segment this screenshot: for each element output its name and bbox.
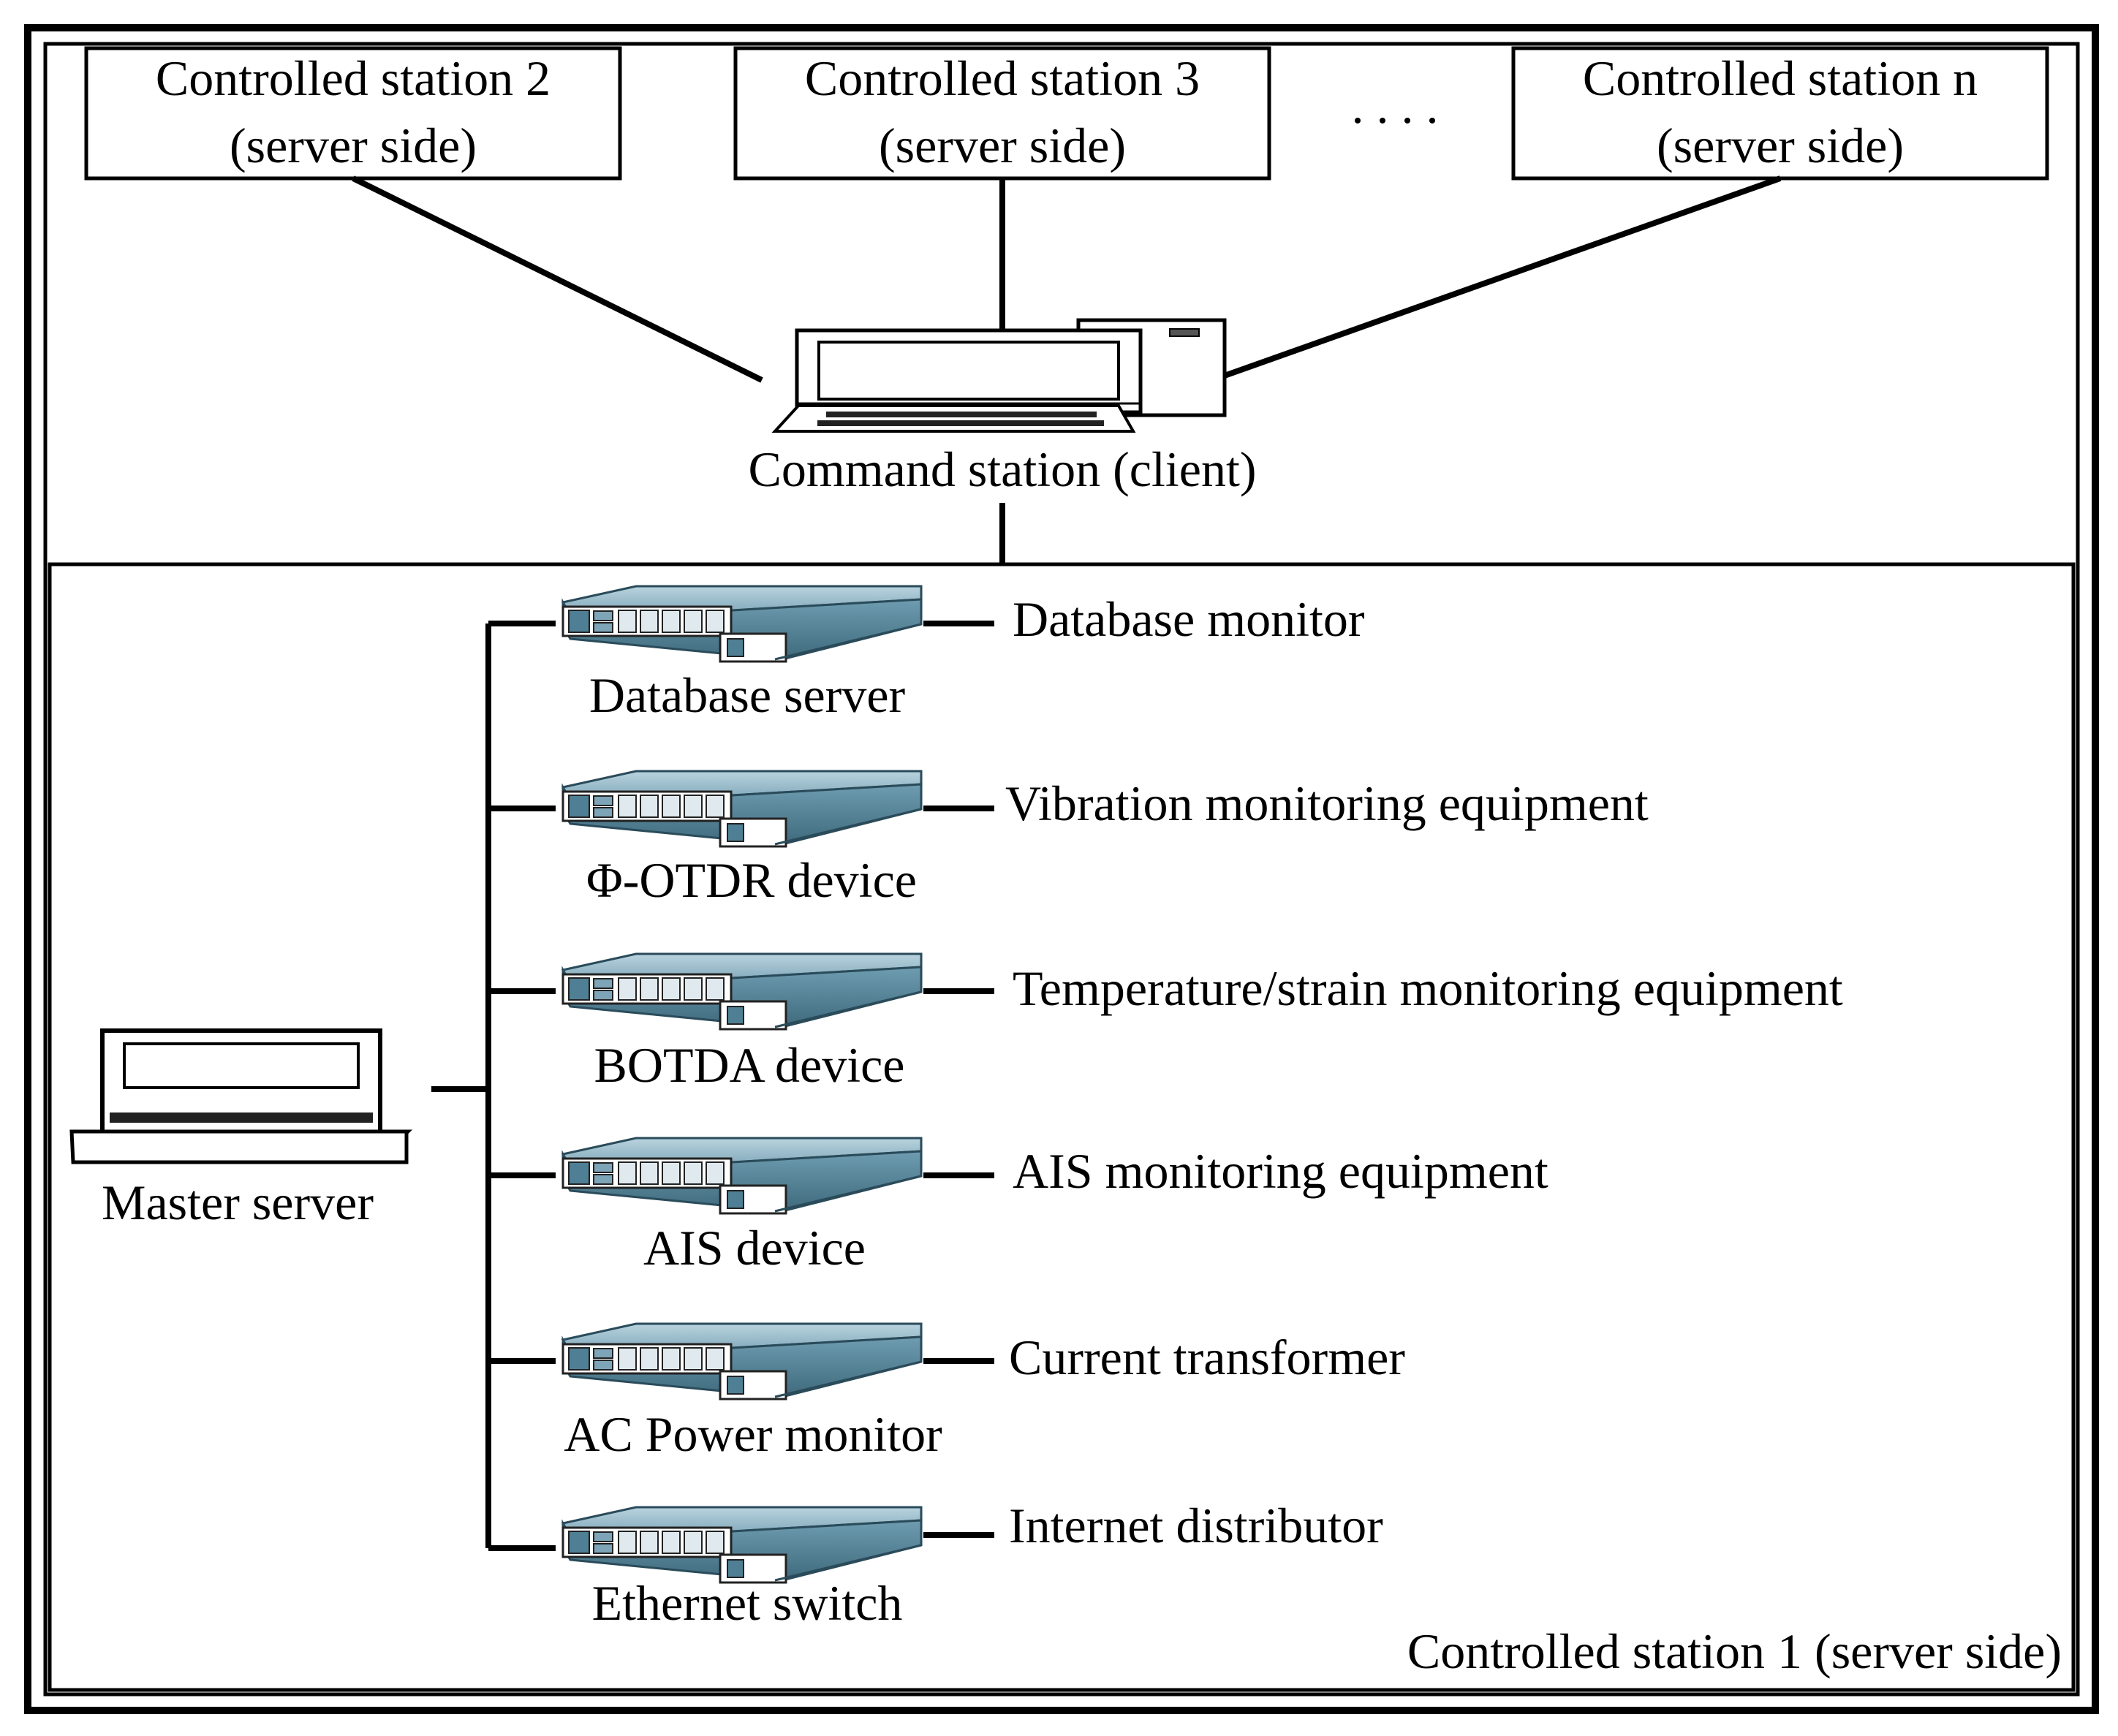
device-function-ais-monitoring: AIS monitoring equipment xyxy=(1013,1143,1548,1199)
station-3-side: (server side) xyxy=(879,118,1126,173)
ellipsis: . . . . xyxy=(1352,78,1439,134)
station-3-name: Controlled station 3 xyxy=(805,50,1200,106)
device-label-botda: BOTDA device xyxy=(594,1037,905,1093)
link-station-n xyxy=(1221,175,1782,379)
command-station-computer-icon xyxy=(771,318,1227,433)
device-function-database-monitor: Database monitor xyxy=(1013,591,1365,647)
device-function-internet-distributor: Internet distributor xyxy=(1009,1498,1383,1553)
device-function-current-transformer: Current transformer xyxy=(1009,1330,1405,1385)
device-label-database-server: Database server xyxy=(589,667,906,723)
outer-frame-inner xyxy=(43,42,2080,1697)
master-server-laptop-icon xyxy=(69,1028,413,1164)
device-label-ethernet-switch: Ethernet switch xyxy=(592,1575,903,1631)
device-row-botda: BOTDA device Temperature/strain monitori… xyxy=(488,952,1843,1093)
station-n-name: Controlled station n xyxy=(1583,50,1978,106)
outer-frame xyxy=(24,24,2099,1714)
server-rack-icon xyxy=(561,585,923,663)
master-server-label: Master server xyxy=(102,1175,374,1230)
station-2-name: Controlled station 2 xyxy=(156,50,551,106)
server-rack-icon xyxy=(561,1137,923,1215)
station-n-side: (server side) xyxy=(1657,118,1904,173)
device-function-vibration: Vibration monitoring equipment xyxy=(1005,776,1649,831)
device-row-otdr: Φ-OTDR device Vibration monitoring equip… xyxy=(488,770,1649,908)
link-station-2 xyxy=(352,175,763,383)
device-row-ac-power: AC Power monitor Current transformer xyxy=(488,1322,1405,1462)
server-rack-icon xyxy=(561,770,923,848)
local-station-label: Controlled station 1 (server side) xyxy=(1407,1623,2062,1679)
station-2-side: (server side) xyxy=(230,118,477,173)
server-rack-icon xyxy=(561,1322,923,1400)
device-row-database: Database server Database monitor xyxy=(488,585,1365,723)
device-function-temperature-strain: Temperature/strain monitoring equipment xyxy=(1013,960,1843,1016)
station-box-n xyxy=(1511,46,2049,181)
device-row-ais: AIS device AIS monitoring equipment xyxy=(488,1137,1548,1276)
local-station-box xyxy=(48,562,2076,1692)
device-label-ac-power: AC Power monitor xyxy=(564,1406,942,1462)
command-station-label: Command station (client) xyxy=(749,441,1257,497)
device-label-otdr: Φ-OTDR device xyxy=(586,852,917,908)
server-rack-icon xyxy=(561,952,923,1031)
station-box-3 xyxy=(733,46,1271,181)
device-label-ais: AIS device xyxy=(643,1220,866,1276)
server-rack-icon xyxy=(561,1506,923,1584)
station-box-2 xyxy=(84,46,622,181)
device-row-ethernet: Ethernet switch Internet distributor xyxy=(488,1498,1383,1631)
